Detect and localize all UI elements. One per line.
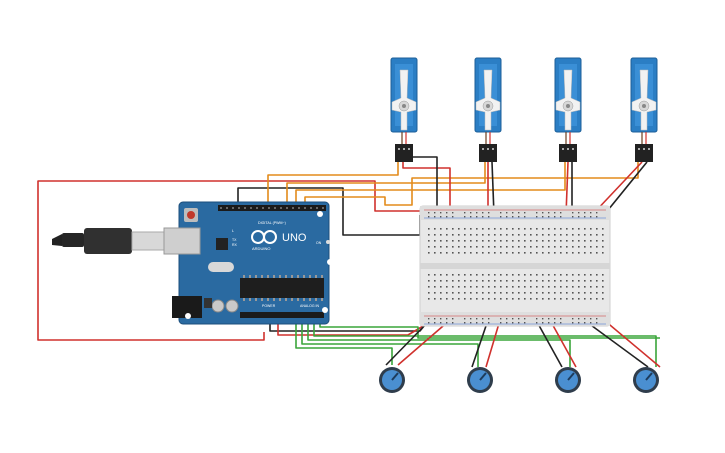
potentiometer-knob[interactable] <box>555 367 581 393</box>
rx-label: RX <box>232 243 238 247</box>
wire-pot3-red[interactable] <box>549 319 577 368</box>
l-label: L <box>232 229 234 233</box>
brand-text: ARDUINO <box>252 246 270 251</box>
wire-pot1-red[interactable] <box>397 319 451 366</box>
wire-servo4-black[interactable] <box>603 161 648 216</box>
wire-pot4-red[interactable] <box>603 319 661 368</box>
servo-motor[interactable] <box>630 57 658 162</box>
wire-pot2-black[interactable] <box>471 319 489 368</box>
wire-orange-servo3[interactable] <box>295 162 566 208</box>
arduino-uno-board[interactable]: UNO ARDUINO DIGITAL (PWM~) TX RX L ON PO… <box>52 201 333 325</box>
wire-orange-servo4[interactable] <box>304 162 639 208</box>
arduino-logo: UNO ARDUINO <box>251 230 307 251</box>
wire-green-a1[interactable] <box>301 318 479 367</box>
wire-green-a0[interactable] <box>295 318 393 365</box>
wires <box>37 156 661 368</box>
wire-pot1-black[interactable] <box>385 319 431 366</box>
servo-motor[interactable] <box>390 57 418 162</box>
power-label: POWER <box>262 304 276 308</box>
breadboard[interactable] <box>419 205 611 327</box>
potentiometer-knob[interactable] <box>633 367 659 393</box>
wire-orange-servo2[interactable] <box>286 162 486 208</box>
wire-green-a3[interactable] <box>313 318 657 367</box>
on-label: ON <box>316 241 322 245</box>
potentiometer-knob[interactable] <box>379 367 405 393</box>
usb-cable <box>52 228 165 254</box>
atmega-pins <box>243 275 323 301</box>
digital-header-pins <box>220 207 324 209</box>
wire-green-a2[interactable] <box>307 318 571 367</box>
wire-pot3-black[interactable] <box>535 319 563 368</box>
wire-servo1-red[interactable] <box>402 162 451 215</box>
wire-orange-servo1[interactable] <box>267 162 399 208</box>
breadboard-holes <box>428 212 604 324</box>
logo-uno-text: UNO <box>282 232 307 244</box>
digital-label: DIGITAL (PWM~) <box>258 221 286 225</box>
wire-red-loop[interactable] <box>37 180 428 341</box>
wire-pot4-black[interactable] <box>583 319 649 368</box>
potentiometer-group <box>379 367 659 393</box>
tx-label: TX <box>232 238 237 242</box>
analog-label: ANALOG IN <box>300 304 320 308</box>
potentiometer-knob[interactable] <box>467 367 493 393</box>
servo-group <box>390 57 658 162</box>
wire-pot2-red[interactable] <box>485 319 501 368</box>
servo-motor[interactable] <box>554 57 582 162</box>
servo-motor[interactable] <box>474 57 502 162</box>
